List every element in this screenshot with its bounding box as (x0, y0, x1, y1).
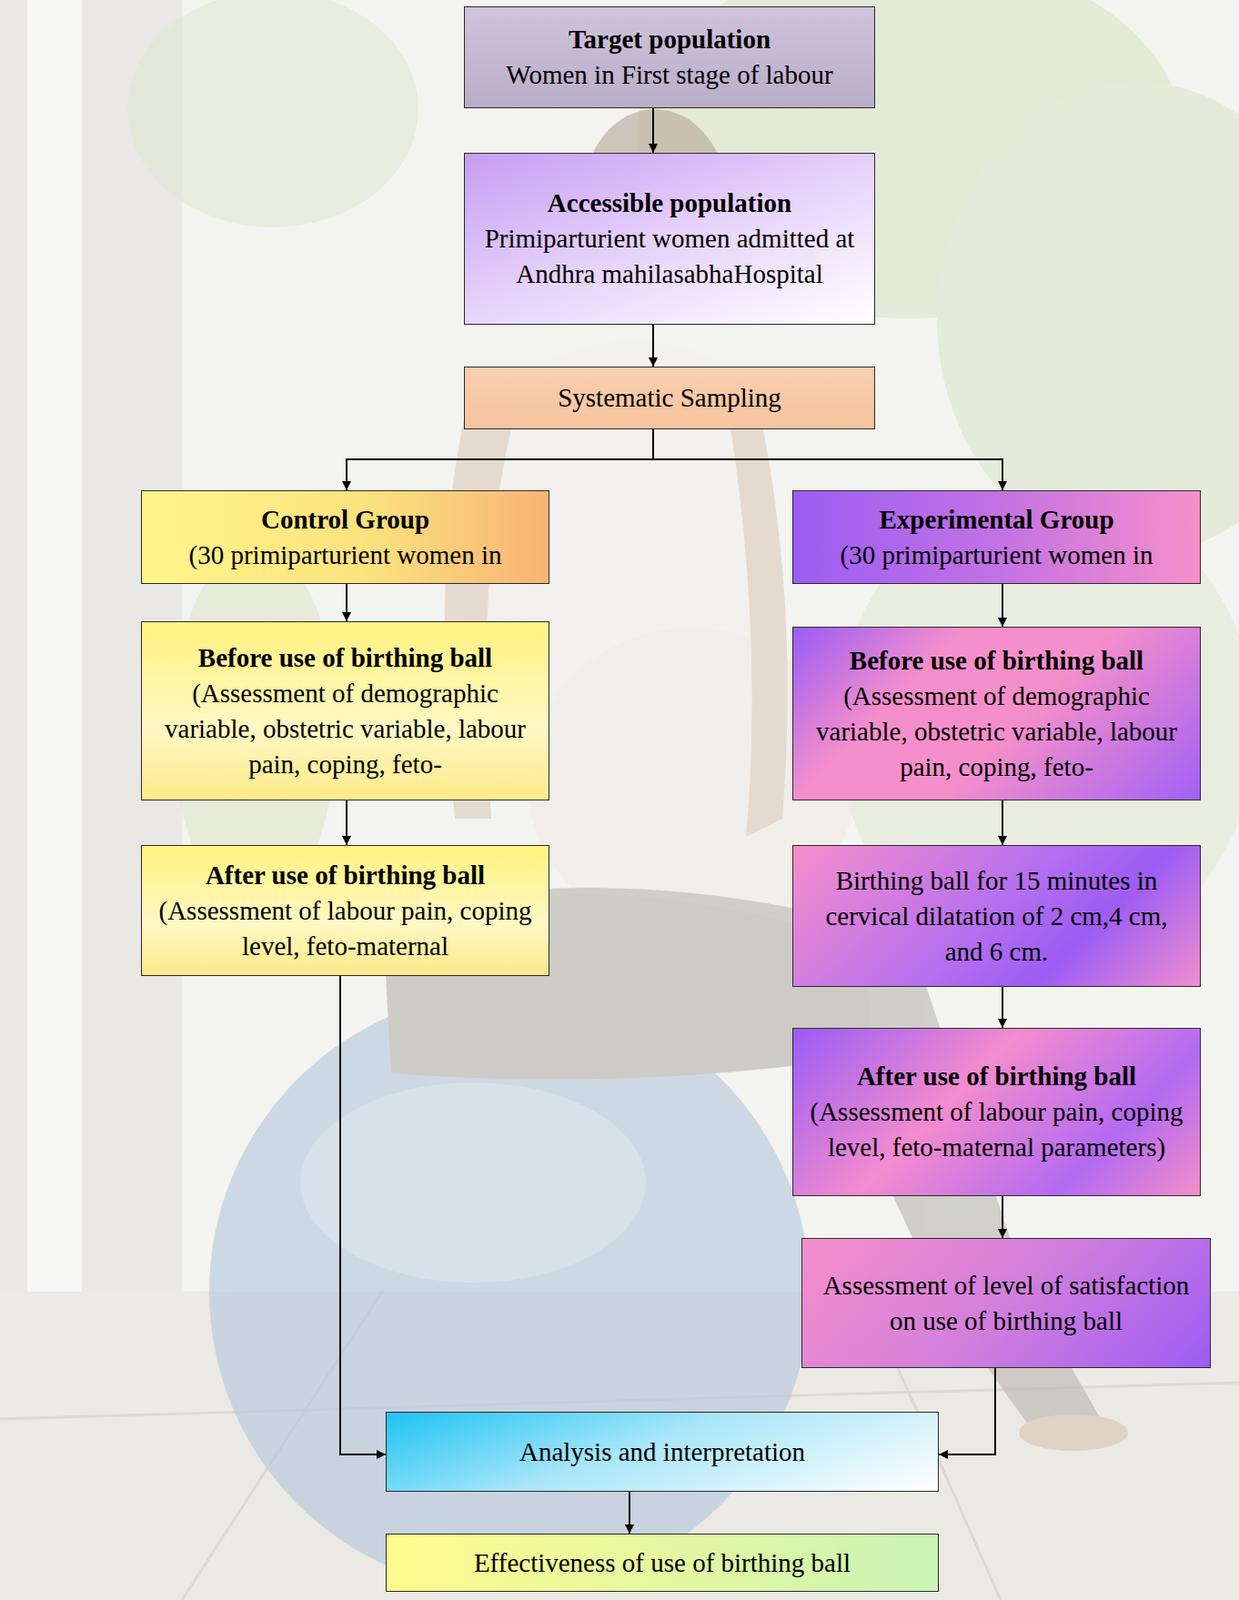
box-heading: Experimental Group (878, 502, 1114, 538)
box-text: (Assessment of demographic variable, obs… (805, 678, 1188, 786)
process-box: Accessible populationPrimiparturient wom… (463, 152, 876, 325)
flow-arrow (652, 108, 655, 153)
box-text: Effectiveness of use of birthing ball (473, 1545, 851, 1582)
box-heading: Before use of birthing ball (849, 643, 1144, 679)
box-text: (Assessment of labour pain, coping level… (154, 893, 536, 965)
process-box: Control Group(30 primiparturient women i… (141, 490, 550, 585)
box-text: Assessment of level of satisfaction on u… (815, 1268, 1198, 1340)
flow-arrow (345, 800, 348, 846)
process-box: After use of birthing ball(Assessment of… (792, 1027, 1201, 1197)
box-text: (30 primiparturient women in (189, 537, 503, 574)
box-heading: Accessible population (547, 185, 792, 222)
box-heading: Control Group (261, 502, 430, 538)
greenery (127, 0, 1239, 965)
flow-arrow (1001, 987, 1004, 1028)
flow-arrow (628, 1491, 631, 1534)
process-box: Analysis and interpretation (385, 1411, 939, 1492)
box-text: (Assessment of demographic variable, obs… (154, 675, 536, 783)
box-heading: Before use of birthing ball (198, 640, 493, 676)
flow-arrow (938, 1368, 996, 1455)
process-box: Birthing ball for 15 minutes in cervical… (792, 845, 1201, 988)
box-heading: Target population (568, 21, 771, 58)
box-text: (30 primiparturient women in (840, 537, 1154, 574)
box-heading: After use of birthing ball (856, 1058, 1137, 1095)
flow-arrow (653, 429, 1003, 491)
process-box: Target populationWomen in First stage of… (463, 6, 876, 109)
flow-arrow (1001, 1196, 1004, 1239)
flow-arrow (1001, 584, 1004, 627)
process-box: After use of birthing ball(Assessment of… (141, 845, 550, 977)
process-box: Effectiveness of use of birthing ball (385, 1533, 939, 1592)
process-box: Systematic Sampling (463, 366, 876, 430)
box-text: Primiparturient women admitted at Andhra… (477, 221, 862, 293)
box-heading: After use of birthing ball (205, 857, 485, 894)
box-text: Women in First stage of labour (505, 57, 833, 93)
flow-arrow (346, 429, 654, 491)
process-box: Assessment of level of satisfaction on u… (801, 1238, 1211, 1369)
box-text: Systematic Sampling (557, 380, 782, 416)
box-text: (Assessment of labour pain, coping level… (805, 1094, 1188, 1166)
flow-arrow (345, 584, 348, 622)
process-box: Before use of birthing ball(Assessment o… (792, 626, 1201, 801)
process-box: Before use of birthing ball(Assessment o… (141, 621, 550, 801)
box-text: Analysis and interpretation (519, 1434, 806, 1471)
flow-arrow (340, 976, 386, 1455)
box-text: Birthing ball for 15 minutes in cervical… (805, 863, 1188, 970)
flow-arrow (652, 324, 655, 367)
flow-arrow (1001, 800, 1004, 846)
process-box: Experimental Group(30 primiparturient wo… (792, 490, 1201, 585)
